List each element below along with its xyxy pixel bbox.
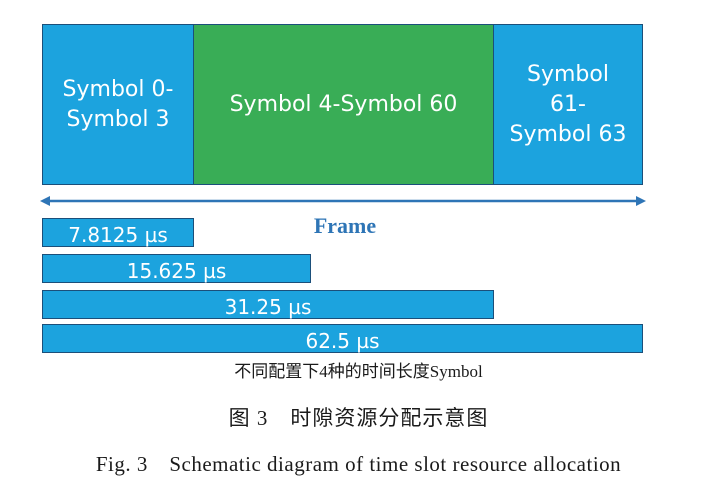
symbol-block-label: Symbol 4-Symbol 60 — [229, 91, 458, 117]
duration-label: 15.625 µs — [126, 259, 227, 283]
frame-double-arrow — [40, 196, 646, 206]
figure-caption-english: Fig. 3 Schematic diagram of time slot re… — [95, 452, 622, 476]
duration-bar-3: 31.25 µs — [42, 290, 494, 319]
figure-caption-chinese: 图 3 时隙资源分配示意图 — [228, 406, 489, 430]
symbol-block-61-63: Symbol 61- Symbol 63 — [493, 24, 643, 185]
duration-label: 7.8125 µs — [68, 223, 168, 247]
frame-label: Frame — [313, 213, 377, 238]
duration-label: 31.25 µs — [224, 295, 312, 319]
symbol-block-label: Symbol 61- Symbol 63 — [509, 61, 627, 147]
symbol-block-0-3: Symbol 0- Symbol 3 — [42, 24, 194, 185]
duration-label: 62.5 µs — [305, 329, 380, 353]
symbol-block-4-60: Symbol 4-Symbol 60 — [193, 24, 494, 185]
symbol-block-label: Symbol 0- Symbol 3 — [62, 76, 174, 132]
duration-bar-2: 15.625 µs — [42, 254, 311, 283]
duration-bar-4: 62.5 µs — [42, 324, 643, 353]
diagram-subcaption: 不同配置下4种的时间长度Symbol — [234, 362, 483, 381]
duration-bar-1: 7.8125 µs — [42, 218, 194, 247]
